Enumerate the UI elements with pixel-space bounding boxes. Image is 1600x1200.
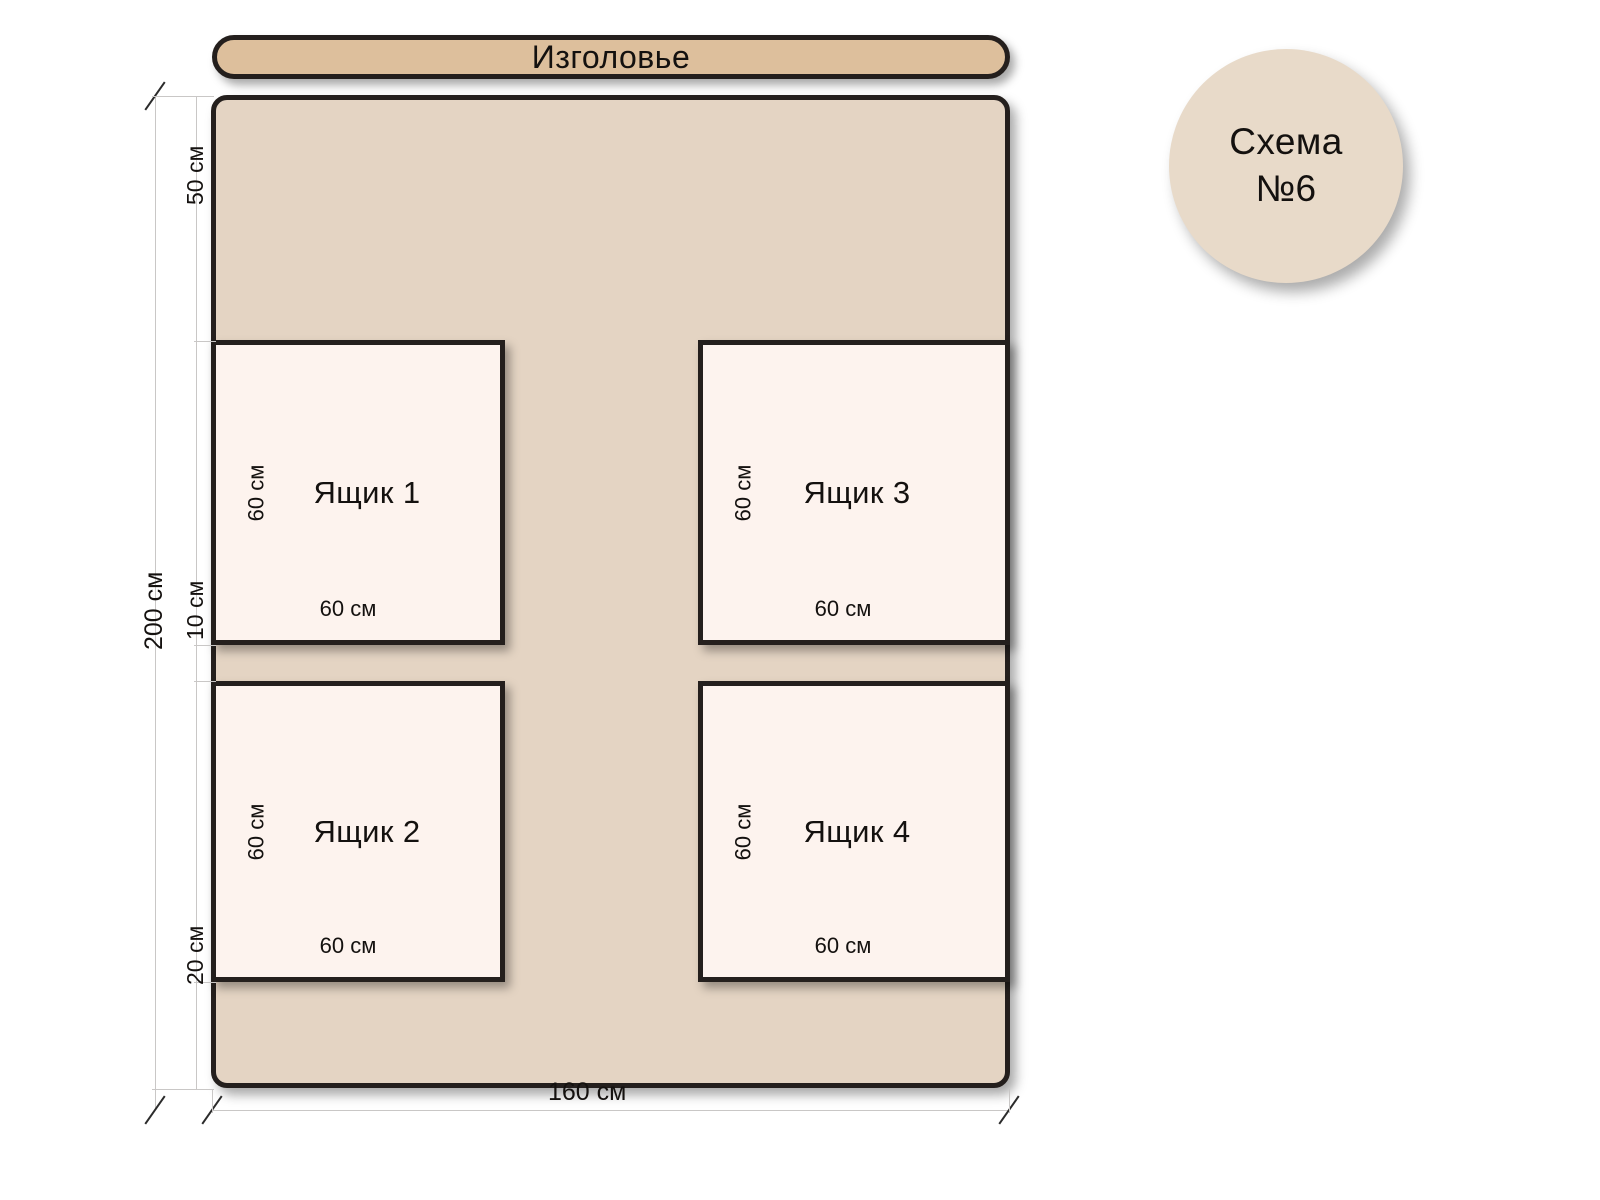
scheme-badge: Схема №6 bbox=[1169, 49, 1403, 283]
headboard-bar: Изголовье bbox=[212, 35, 1010, 79]
dim-total-width-label: 160 см bbox=[548, 1078, 627, 1106]
ext-line-right-bottom bbox=[1009, 1089, 1010, 1113]
drawer-4-width-label: 60 см bbox=[814, 933, 872, 958]
drawer-2: 60 см Ящик 2 60 см bbox=[211, 681, 505, 982]
dim-total-height-line bbox=[155, 96, 156, 1110]
dim-ladder-line bbox=[196, 96, 197, 1089]
drawer-2-title: Ящик 2 bbox=[313, 813, 421, 849]
drawer-1-title: Ящик 1 bbox=[313, 474, 421, 510]
drawer-1: 60 см Ящик 1 60 см bbox=[211, 340, 505, 645]
ext-line-top bbox=[152, 96, 214, 97]
drawer-1-width-label: 60 см bbox=[319, 596, 377, 621]
dim-bottom-gap-label: 20 см bbox=[182, 925, 208, 985]
ext-line-left-bottom bbox=[212, 1089, 213, 1113]
ladder-ext-60-20 bbox=[194, 982, 216, 983]
scheme-badge-line2: №6 bbox=[1255, 168, 1317, 209]
drawer-4: 60 см Ящик 4 60 см bbox=[698, 681, 1010, 982]
dim-total-width-line bbox=[212, 1110, 1010, 1111]
drawer-2-width-label: 60 см bbox=[319, 933, 377, 958]
ladder-ext-60-10 bbox=[194, 645, 216, 646]
drawer-4-title: Ящик 4 bbox=[803, 813, 911, 849]
scheme-badge-line1: Схема bbox=[1229, 121, 1343, 163]
dim-top-gap-label: 50 см bbox=[182, 145, 208, 205]
ladder-ext-10-60 bbox=[194, 681, 216, 682]
ladder-ext-50-60 bbox=[194, 341, 216, 342]
dim-total-height-label: 200 см bbox=[140, 571, 168, 650]
dim-middle-gap-label: 10 см bbox=[182, 580, 208, 640]
headboard-label: Изголовье bbox=[531, 38, 691, 75]
drawer-3-width-label: 60 см bbox=[814, 596, 872, 621]
drawer-3: 60 см Ящик 3 60 см bbox=[698, 340, 1010, 645]
ext-line-bottom bbox=[152, 1089, 214, 1090]
drawer-3-title: Ящик 3 bbox=[803, 474, 911, 510]
